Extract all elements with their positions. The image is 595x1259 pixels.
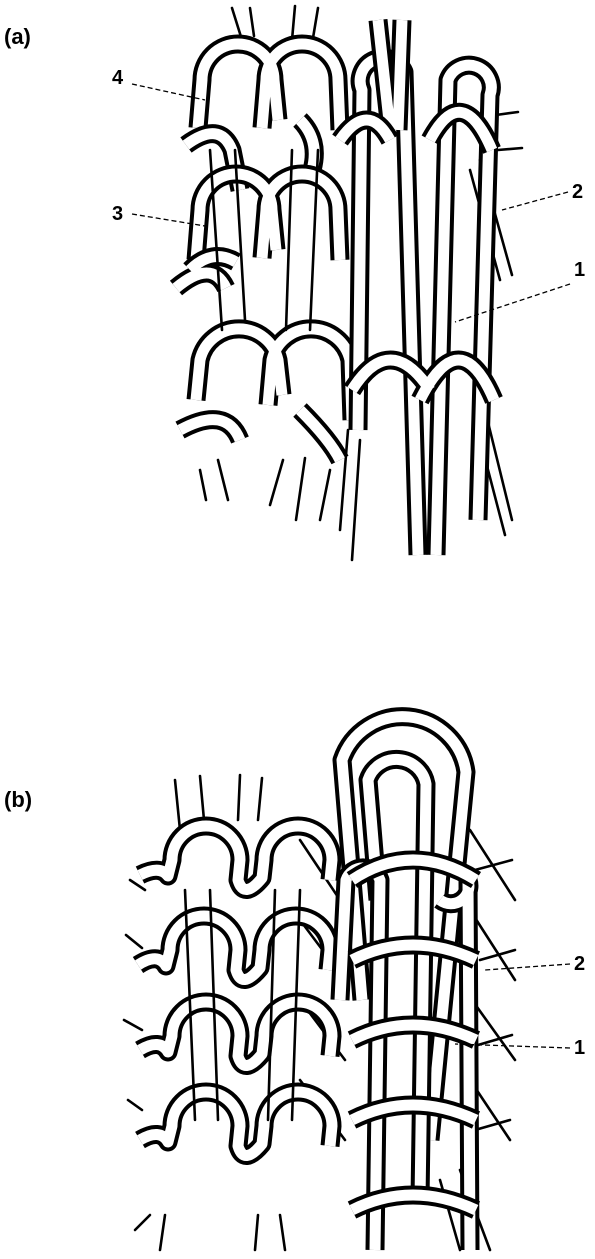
- callout-a-2: 2: [572, 181, 583, 203]
- leader-a-2: [502, 192, 568, 210]
- callout-a-1: 1: [574, 259, 585, 281]
- panel-a: (a): [4, 6, 585, 560]
- panel-b: (b): [4, 717, 585, 1250]
- callout-a-4: 4: [112, 67, 124, 89]
- panel-a-tuck-loops: [340, 20, 494, 555]
- panel-b-held-loop: [340, 717, 476, 1250]
- callout-a-3: 3: [112, 203, 123, 225]
- callout-b-2: 2: [574, 953, 585, 975]
- callout-b-1: 1: [574, 1037, 585, 1059]
- panel-b-label: (b): [4, 787, 32, 812]
- panel-b-knit-loops: [138, 826, 332, 1156]
- panel-a-label: (a): [4, 24, 31, 49]
- leader-b-2: [485, 964, 570, 970]
- leader-a-1: [455, 284, 570, 322]
- panel-a-knit-loops: [176, 44, 352, 460]
